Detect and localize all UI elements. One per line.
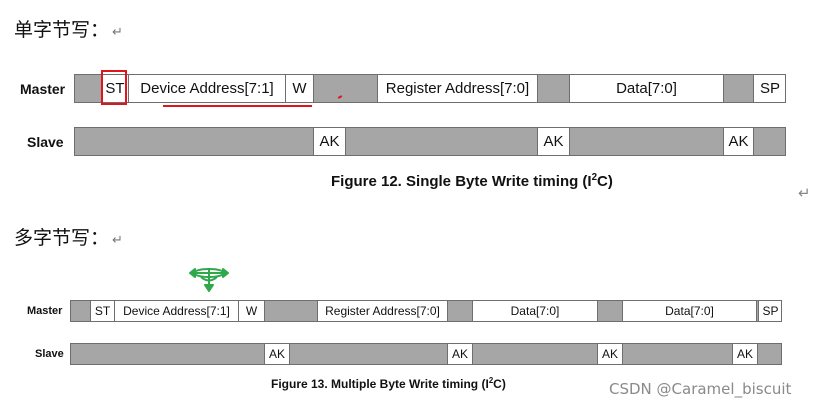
- fig12-master-wait-2: [538, 74, 570, 103]
- fig13-stop-bit: SP: [759, 300, 782, 322]
- fig13-slave-idle-5: [758, 343, 782, 365]
- fig13-slave-idle-4: [623, 343, 733, 365]
- multiple-byte-write-heading: 多字节写：↵: [14, 227, 123, 249]
- fig13-start-bit: ST: [91, 300, 115, 322]
- fig12-slave-idle-3: [570, 127, 724, 156]
- fig13-master-wait-3: [598, 300, 623, 322]
- fig13-master-label: Master: [27, 305, 63, 317]
- fig13-slave-idle-1: [70, 343, 265, 365]
- fig13-slave-idle-2: [290, 343, 448, 365]
- start-bit-highlight-box: [101, 70, 127, 105]
- fig13-master-wait-4: [757, 300, 759, 322]
- fig13-data-2: Data[7:0]: [623, 300, 757, 322]
- fig12-ack-3: AK: [724, 127, 754, 156]
- fig12-write-bit: W: [286, 74, 314, 103]
- fig12-slave-idle-1: [74, 127, 314, 156]
- csdn-watermark: CSDN @Caramel_biscuit: [609, 380, 792, 398]
- fig12-device-address: Device Address[7:1]: [129, 74, 286, 103]
- fig12-slave-idle-2: [346, 127, 538, 156]
- fig13-caption: Figure 13. Multiple Byte Write timing (I…: [271, 376, 506, 391]
- fig12-slave-label: Slave: [27, 134, 64, 150]
- fig13-ack-1: AK: [265, 343, 290, 365]
- fig13-slave-label: Slave: [35, 348, 64, 360]
- fig12-master-wait-3: [724, 74, 754, 103]
- fig13-slave-lane: AK AK AK AK: [70, 343, 782, 365]
- fig12-master-label: Master: [20, 81, 66, 97]
- fig12-data: Data[7:0]: [570, 74, 724, 103]
- fig13-master-wait-2: [448, 300, 473, 322]
- fig13-master-idle: [70, 300, 91, 322]
- return-mark-icon: ↵: [112, 233, 123, 248]
- fig13-register-address: Register Address[7:0]: [318, 300, 448, 322]
- fig12-master-lane: ST Device Address[7:1] W Register Addres…: [74, 74, 786, 103]
- address-highlight-underline: [163, 105, 312, 107]
- fig12-start-bit: ST: [102, 74, 129, 103]
- fig12-register-address: Register Address[7:0]: [378, 74, 538, 103]
- return-mark-icon: ↵: [798, 184, 811, 202]
- fig13-master-wait-1: [265, 300, 318, 322]
- fig13-slave-idle-3: [473, 343, 598, 365]
- fig12-stop-bit: SP: [754, 74, 786, 103]
- fig12-slave-lane: AK AK AK: [74, 127, 786, 156]
- fig13-ack-4: AK: [733, 343, 758, 365]
- fig13-data-1: Data[7:0]: [473, 300, 598, 322]
- fig13-master-lane: ST Device Address[7:1] W Register Addres…: [70, 300, 782, 322]
- fig13-ack-2: AK: [448, 343, 473, 365]
- fig12-slave-idle-4: [754, 127, 786, 156]
- fig12-ack-1: AK: [314, 127, 346, 156]
- fig13-write-bit: W: [239, 300, 265, 322]
- move-cursor-icon: [189, 268, 229, 292]
- fig12-master-idle: [74, 74, 102, 103]
- fig12-master-wait-1: [314, 74, 378, 103]
- single-byte-write-heading: 单字节写：↵: [14, 19, 123, 41]
- fig13-ack-3: AK: [598, 343, 623, 365]
- fig12-ack-2: AK: [538, 127, 570, 156]
- return-mark-icon: ↵: [112, 25, 123, 40]
- fig13-device-address: Device Address[7:1]: [115, 300, 239, 322]
- fig12-caption: Figure 12. Single Byte Write timing (I2C…: [331, 172, 613, 190]
